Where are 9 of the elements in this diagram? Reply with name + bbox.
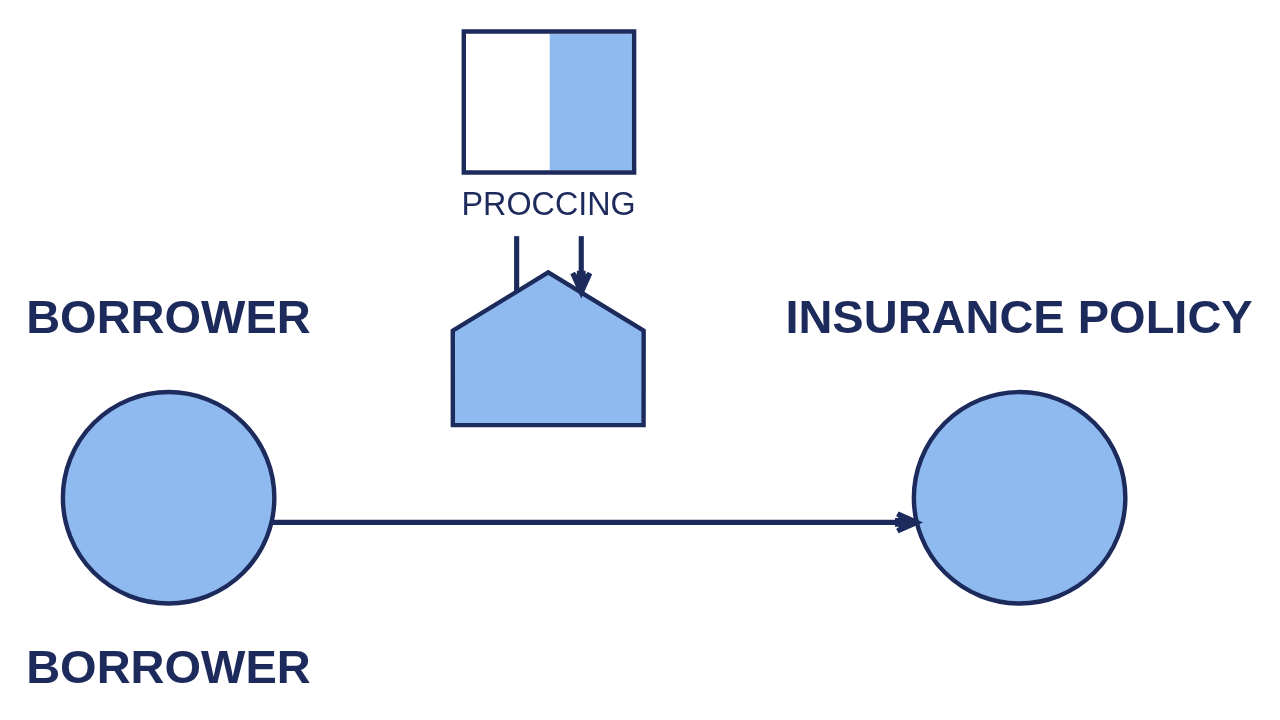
node-label: BORROWER	[26, 639, 311, 693]
arrow	[271, 510, 920, 534]
connector	[514, 235, 520, 291]
label: INSURANCE POLICY	[785, 289, 1253, 343]
node-circle	[60, 389, 277, 606]
node-circle	[911, 389, 1128, 606]
node-label: PROCCING	[461, 185, 636, 222]
node-picture	[461, 28, 637, 175]
node-label: BORROWER	[26, 289, 311, 343]
